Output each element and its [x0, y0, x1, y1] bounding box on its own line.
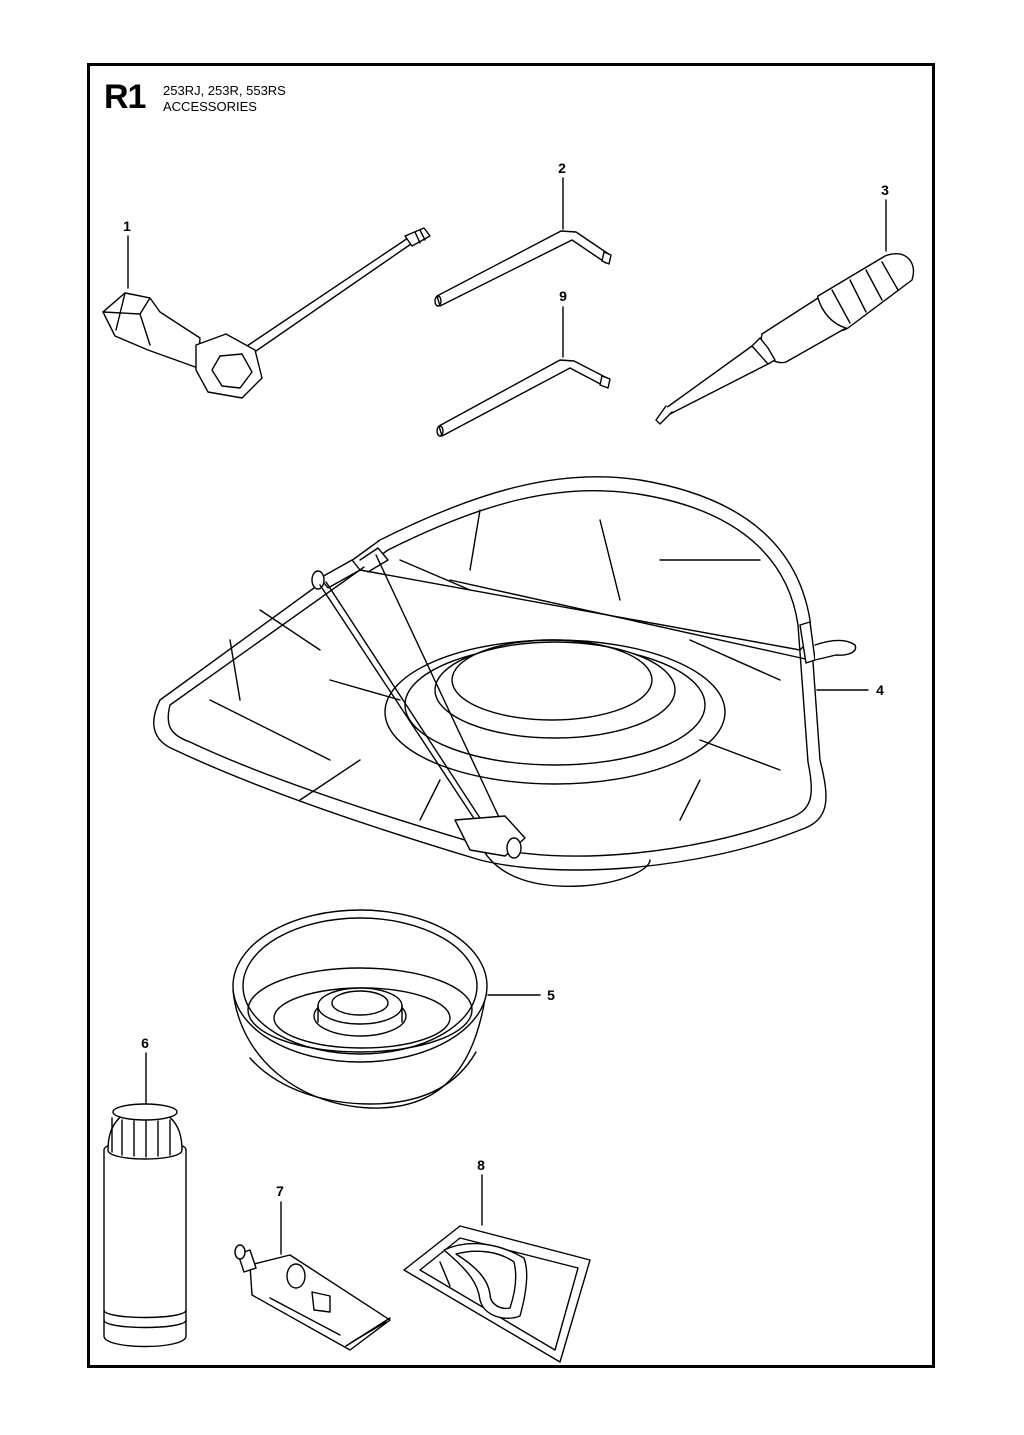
callout-4: 4	[876, 682, 884, 698]
hex-key-2	[434, 230, 612, 307]
leader-lines	[127, 177, 887, 1255]
oil-bottle	[103, 1103, 187, 1348]
page-code: R1	[104, 78, 146, 116]
callout-9: 9	[559, 288, 567, 304]
model-list: 253RJ, 253R, 553RS	[163, 83, 286, 98]
callout-3: 3	[881, 182, 889, 198]
section-title: ACCESSORIES	[163, 99, 257, 114]
grease-tube	[234, 1244, 391, 1351]
callout-6: 6	[141, 1035, 149, 1051]
callout-7: 7	[276, 1183, 284, 1199]
transport-guard	[153, 476, 857, 887]
callout-5: 5	[547, 987, 555, 1003]
callout-8: 8	[477, 1157, 485, 1173]
screwdriver	[655, 253, 915, 425]
diagram-frame	[87, 63, 935, 1368]
support-cup	[232, 909, 488, 1109]
harness-pouch	[403, 1225, 591, 1363]
callout-2: 2	[558, 160, 566, 176]
spark-plug-wrench	[102, 227, 431, 399]
hex-key-9	[436, 359, 611, 437]
callout-1: 1	[123, 218, 131, 234]
